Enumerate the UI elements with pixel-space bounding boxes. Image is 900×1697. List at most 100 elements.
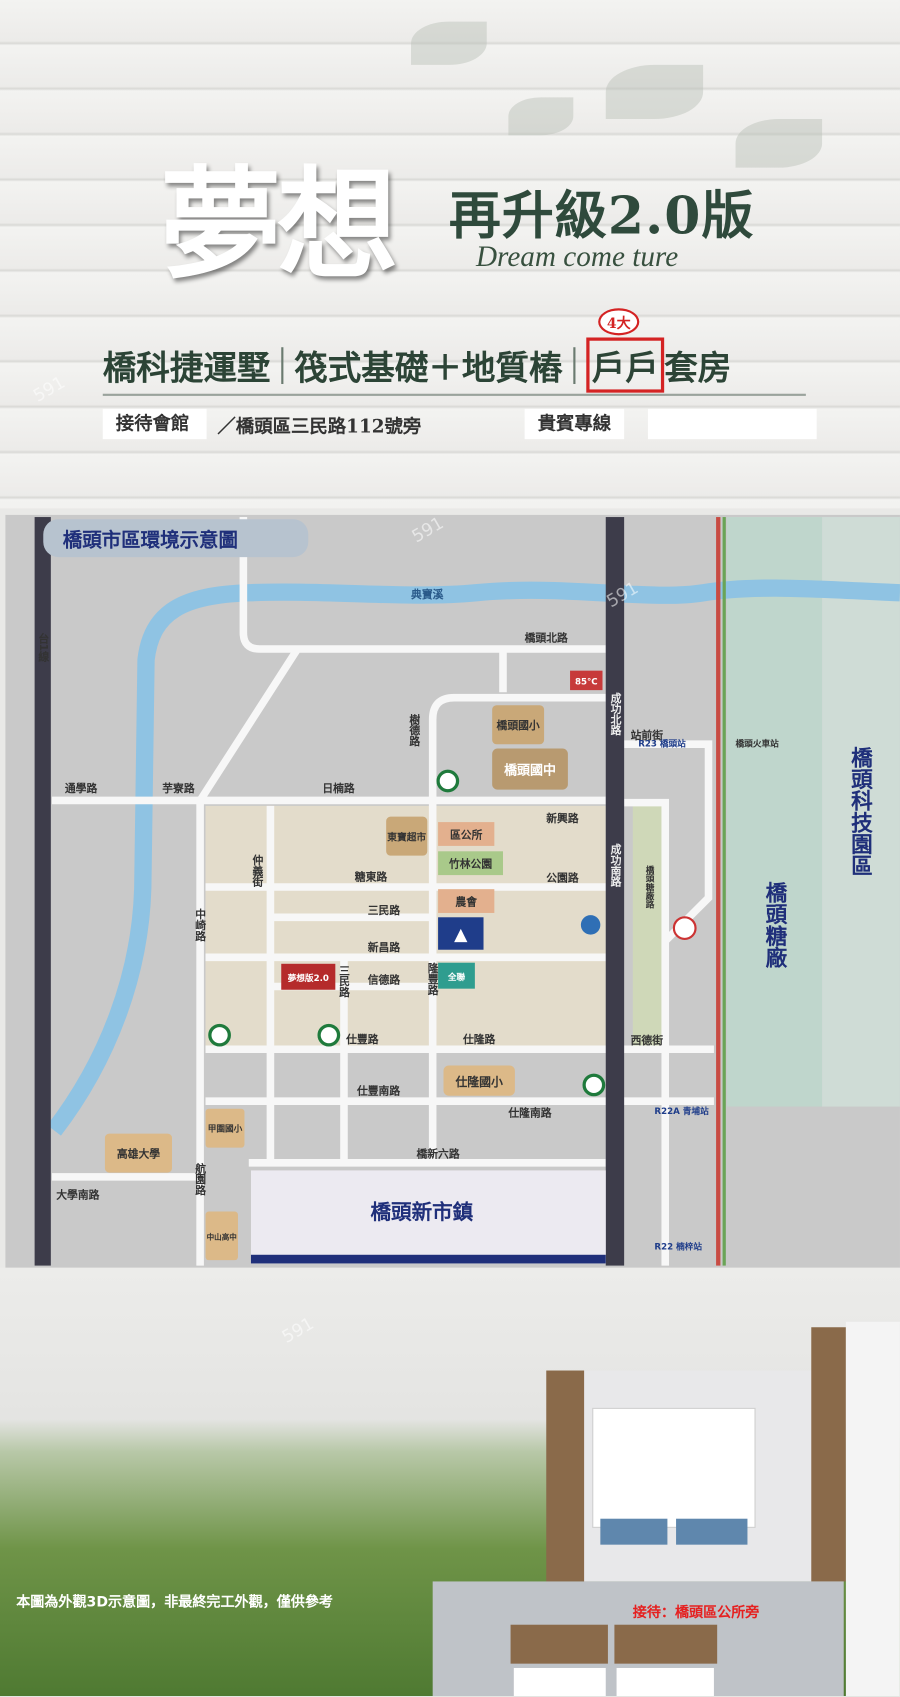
reception-label: 接待會館 — [102, 408, 207, 440]
divider — [281, 346, 284, 384]
convenience-store-icon — [436, 769, 460, 793]
road-label: 糖東路 — [355, 870, 388, 884]
place-label: 85°C — [575, 678, 598, 688]
building-rendering — [432, 1321, 900, 1697]
road-label: 成功南路 — [609, 842, 622, 887]
headline: 夢想 — [160, 154, 398, 297]
rt-mart-logo-glyph: ▲ — [454, 925, 468, 945]
place-label: 橋頭國中 — [504, 762, 556, 778]
hotline-label: 貴賓專線 — [524, 408, 625, 440]
disclaimer: 本圖為外觀3D示意圖，非最終完工外觀，僅供參考 — [16, 1594, 333, 1611]
road-label: 大學南路 — [56, 1188, 99, 1202]
road-label: 橋頭糖廠路 — [644, 864, 654, 910]
place-markers: 橋頭國小 橋頭國中 東寶超市 區公所 竹林公園 農會 ▲ 全聯 夢想版2.0 仕… — [104, 670, 872, 1264]
road-label: 仕豐南路 — [356, 1084, 400, 1098]
chenggong-road — [605, 517, 625, 1266]
headline-english: Dream come ture — [475, 240, 679, 273]
road-label: 橋新六路 — [416, 1146, 459, 1160]
road-label: 仕豐路 — [345, 1032, 379, 1046]
road-label: 信德路 — [368, 972, 401, 986]
convenience-store-icon — [317, 1023, 341, 1047]
park-strip — [632, 805, 666, 1050]
road-label: 中崎路 — [194, 907, 207, 942]
road-label: 仕隆南路 — [507, 1105, 551, 1119]
sugar-factory-zone — [726, 517, 823, 1107]
divider — [573, 346, 576, 384]
place-label: 竹林公園 — [448, 857, 492, 871]
railway-line — [722, 517, 726, 1266]
place-label: 橋頭國小 — [497, 718, 540, 732]
road-label: 公園路 — [546, 871, 579, 885]
reception-info: 接待會館 ／橋頭區三民路112號旁 — [102, 408, 422, 440]
sugar-factory-label: 橋頭糖廠 — [762, 882, 787, 970]
headline-sub: 再升級2.0版 — [448, 186, 755, 247]
road-label: 橋頭北路 — [525, 630, 568, 644]
hotline-info: 貴賓專線 — [524, 408, 817, 440]
feature-item: 筏式基礎＋地質樁 — [294, 349, 563, 389]
wood-facade — [546, 1370, 590, 1582]
metro-red-line — [716, 517, 721, 1266]
road-label: 三民路 — [368, 903, 401, 917]
building-side — [845, 1321, 900, 1697]
garage-door — [513, 1667, 606, 1697]
new-town-banner-bar — [250, 1254, 606, 1264]
window — [676, 1518, 748, 1545]
feature-item: 戶戶 — [591, 349, 659, 389]
map-title-box — [43, 519, 309, 558]
place-label: 農會 — [455, 894, 477, 908]
place-label: 仕隆國小 — [454, 1075, 503, 1089]
road-label: 站前街 — [631, 728, 664, 742]
road-label: 芋寮路 — [162, 781, 195, 795]
road-label: 樹德路 — [408, 712, 421, 747]
convenience-store-icon — [582, 1073, 606, 1097]
new-town-label: 橋頭新市鎮 — [370, 1200, 473, 1224]
hotline-value — [647, 408, 817, 440]
leaf-decoration — [735, 118, 823, 168]
address: ／橋頭區三民路112號旁 — [217, 415, 422, 438]
road-label: 仕隆路 — [462, 1032, 496, 1046]
map-title: 橋頭市區環境示意圖 — [63, 528, 238, 551]
road-label: 三民路 — [337, 964, 350, 998]
wood-facade — [811, 1327, 846, 1582]
garage-door — [616, 1667, 714, 1697]
river-label: 典寶溪 — [411, 587, 444, 601]
highway-tai1 — [34, 517, 51, 1266]
place-label: 高雄大學 — [117, 1146, 160, 1160]
project-marker: 夢想版2.0 — [288, 972, 329, 984]
leaf-decoration — [605, 64, 704, 119]
feature-badge: 4大 — [598, 308, 640, 336]
balcony-frame — [592, 1407, 756, 1528]
garage-panel — [510, 1624, 608, 1664]
science-park-label: 橋頭科技園區 — [847, 746, 872, 876]
metro-station: R22 楠梓站 — [654, 1240, 702, 1252]
place-label: 東寶超市 — [387, 830, 426, 843]
leaf-decoration — [508, 97, 574, 136]
divider — [102, 393, 806, 396]
rt-mart-logo — [438, 917, 484, 950]
science-park-zone — [822, 517, 900, 1107]
post-office-icon — [672, 916, 697, 940]
road-label: 仲義街 — [251, 853, 264, 888]
place-label: 區公所 — [450, 827, 483, 841]
road-label: 隆豐路 — [426, 961, 439, 996]
road-label: 新興路 — [546, 811, 579, 825]
convenience-store-icon — [208, 1023, 231, 1047]
place-label: 中山高中 — [207, 1232, 237, 1242]
feature-item: 橋科捷運墅 — [102, 349, 271, 389]
road-label: 通學路 — [65, 781, 98, 795]
road-label: 西德街 — [631, 1033, 664, 1047]
place-label: 全聯 — [447, 971, 466, 983]
train-station: 橋頭火車站 — [736, 737, 780, 749]
bank-icon — [580, 915, 601, 935]
metro-station: R22A 青埔站 — [654, 1105, 709, 1117]
road-label: 航園路 — [194, 1161, 207, 1196]
building-sign: 接待：橋頭區公所旁 — [632, 1605, 760, 1622]
garage-panel — [614, 1624, 718, 1664]
road-label: 台1線 — [37, 631, 50, 662]
road-label: 日楠路 — [322, 781, 355, 795]
leaf-decoration — [411, 21, 487, 65]
road-label: 成功北路 — [609, 691, 622, 736]
road-label: 新昌路 — [368, 940, 401, 954]
